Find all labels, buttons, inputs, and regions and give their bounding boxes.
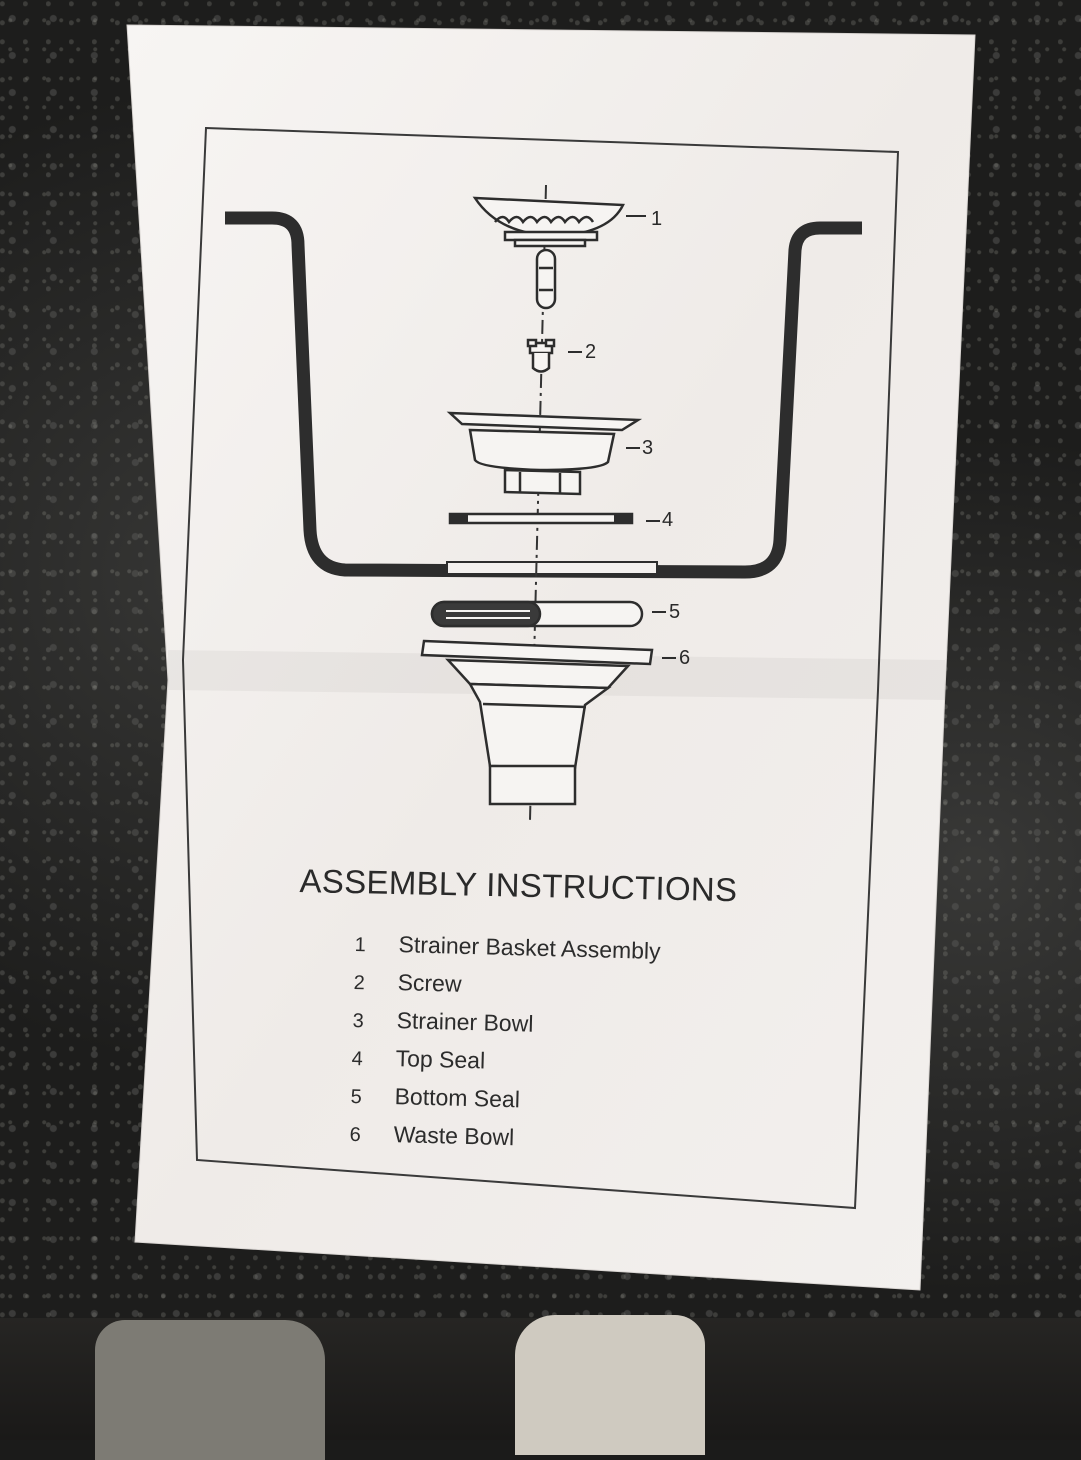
callout-lines (568, 215, 676, 659)
part-number: 5 (350, 1085, 363, 1109)
callout-6: 6 (679, 647, 691, 669)
sink-outline (225, 211, 862, 579)
part-number: 6 (349, 1123, 362, 1147)
callout-4: 4 (662, 509, 674, 531)
part-4-top-seal-drawing (448, 512, 634, 525)
leg-left (95, 1320, 325, 1460)
part-name: Strainer Bowl (396, 1007, 534, 1037)
parts-list: 1 Strainer Basket Assembly 2 Screw 3 Str… (349, 930, 661, 1166)
sink-drain-opening (446, 561, 658, 575)
part-name: Waste Bowl (393, 1121, 515, 1151)
leg-right (515, 1315, 705, 1455)
border-frame (181, 126, 900, 1210)
part-name: Screw (397, 969, 462, 997)
part-5-bottom-seal-drawing (430, 600, 644, 628)
parts-list-item: 6 Waste Bowl (349, 1120, 656, 1166)
part-name: Bottom Seal (394, 1083, 521, 1113)
center-axis (529, 184, 547, 821)
callout-1: 1 (651, 208, 663, 230)
part-number: 4 (351, 1047, 364, 1071)
callout-2: 2 (585, 341, 597, 363)
part-1-strainer-basket-drawing (472, 196, 625, 310)
part-3-strainer-bowl-drawing (446, 411, 643, 496)
callout-5: 5 (669, 601, 681, 623)
part-2-screw-drawing (526, 338, 556, 373)
part-6-waste-bowl-drawing (420, 639, 654, 806)
part-number: 2 (353, 971, 366, 995)
part-name: Strainer Basket Assembly (398, 931, 661, 965)
callout-3: 3 (642, 437, 654, 459)
part-name: Top Seal (395, 1045, 486, 1074)
part-number: 3 (352, 1009, 365, 1033)
part-number: 1 (354, 933, 367, 957)
